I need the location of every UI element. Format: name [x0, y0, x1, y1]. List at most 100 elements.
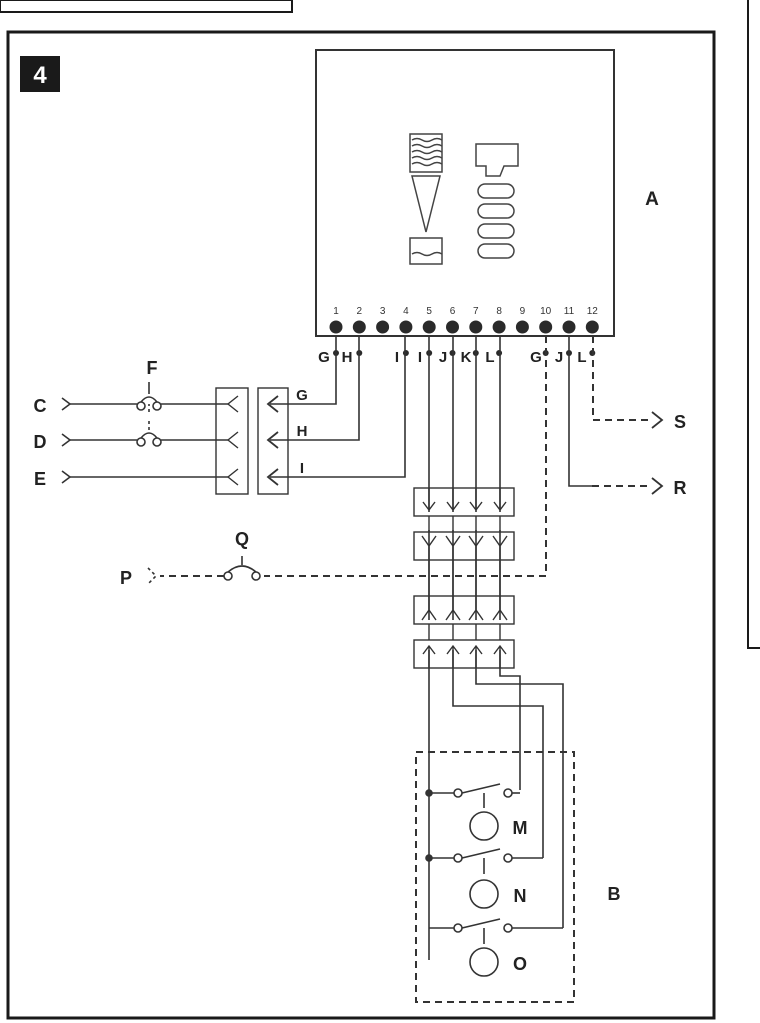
connector-pin [492, 596, 508, 621]
sensor-N [469, 879, 499, 909]
terminal-1 [329, 320, 343, 334]
connector-pin [445, 535, 461, 560]
terminal-number-10: 10 [540, 306, 552, 317]
wire-h-left [270, 336, 360, 441]
arrowheads [266, 395, 664, 495]
sensor-M [469, 811, 499, 841]
label-B: B [608, 884, 621, 904]
wire-n [452, 650, 544, 858]
label-Q: Q [235, 529, 249, 549]
terminal-number-8: 8 [496, 306, 502, 317]
terminal-number-4: 4 [403, 306, 409, 317]
control-unit [315, 49, 615, 337]
label-C: C [34, 396, 47, 416]
wire-letter-t6: J [439, 349, 447, 366]
connector-pin [446, 644, 460, 668]
terminal-number-2: 2 [357, 306, 363, 317]
wire-letter-t7: K [461, 349, 472, 366]
wire-letter-left-i: I [300, 460, 304, 477]
terminal-number-12: 12 [587, 306, 599, 317]
connector-pin [422, 488, 436, 512]
wire-letter-left-g: G [296, 387, 308, 404]
label-M: M [513, 818, 528, 838]
arrow-S [651, 411, 664, 429]
connector-pin [446, 488, 460, 512]
connector-pin [422, 644, 436, 668]
label-O: O [513, 954, 527, 974]
wire-letter-t8: L [485, 349, 494, 366]
arrow-i-left [266, 468, 279, 486]
wire-letter-t10: G [530, 349, 542, 366]
wire-g-left [270, 336, 337, 405]
terminal-number-3: 3 [380, 306, 386, 317]
arrow-R [651, 477, 664, 495]
boiler-icon [409, 133, 443, 265]
wire-letter-t12: L [577, 349, 586, 366]
wire-letter-t11: J [555, 349, 563, 366]
wire-node-8 [496, 350, 503, 356]
side-frame [747, 0, 760, 649]
connector-block-4 [413, 639, 515, 669]
terminal-number-1: 1 [333, 306, 339, 317]
terminal-8 [492, 320, 506, 334]
wire-letter-t4: I [395, 349, 399, 366]
terminal-5 [422, 320, 436, 334]
connector-pin [492, 535, 508, 560]
wire-i-left [270, 336, 406, 478]
connector-pin [468, 596, 484, 621]
wire-letter-t1: G [318, 349, 330, 366]
connector-block-3 [413, 595, 515, 625]
sensor-enclosure [415, 751, 575, 1003]
figure-number: 4 [33, 62, 47, 89]
connector-links [428, 516, 501, 640]
wire-letter-left-h: H [297, 423, 308, 440]
terminal-number-5: 5 [426, 306, 432, 317]
terminal-2 [352, 320, 366, 334]
connector-pin [469, 644, 483, 668]
label-E: E [34, 469, 46, 489]
label-R: R [674, 478, 687, 498]
terminal-number-11: 11 [564, 306, 575, 317]
label-F: F [147, 358, 158, 378]
label-D: D [34, 432, 47, 452]
terminal-6 [446, 320, 459, 334]
terminal-12 [585, 320, 599, 334]
terminal-3 [376, 320, 390, 334]
supply-lines [61, 382, 228, 484]
terminal-number-7: 7 [473, 306, 479, 317]
connector-pin [421, 535, 437, 560]
display-panel-icon [475, 143, 519, 259]
label-P: P [120, 568, 132, 588]
terminal-number-9: 9 [520, 306, 526, 317]
connector-pin [421, 596, 437, 621]
terminal-7 [469, 320, 483, 334]
arrow-h-left [266, 431, 279, 449]
wire-g-p [264, 336, 547, 577]
terminal-10 [539, 320, 553, 334]
connector-block-2 [413, 531, 515, 561]
wire-r [568, 336, 592, 487]
connector-block-1 [413, 487, 515, 517]
wire-node-4 [402, 350, 409, 356]
arrow-g-left [266, 395, 279, 413]
switch-Q [147, 556, 261, 585]
label-A: A [645, 189, 659, 210]
sensors [425, 783, 563, 977]
dashed-wires [160, 336, 648, 1003]
connector-pin [493, 488, 507, 512]
wire-letter-t5: I [418, 349, 422, 366]
sensor-O [469, 947, 499, 977]
connector-pin [445, 596, 461, 621]
wire-s [592, 336, 648, 421]
top-tab-frame [0, 0, 293, 13]
label-N: N [514, 886, 527, 906]
terminal-number-6: 6 [450, 306, 456, 317]
connector-pin [468, 535, 484, 560]
wire-letter-t2: H [342, 349, 353, 366]
terminal-11 [562, 320, 576, 334]
center-connectors [413, 487, 515, 669]
plug-P [147, 567, 158, 585]
terminal-4 [399, 320, 413, 334]
connector-pin [493, 644, 507, 668]
